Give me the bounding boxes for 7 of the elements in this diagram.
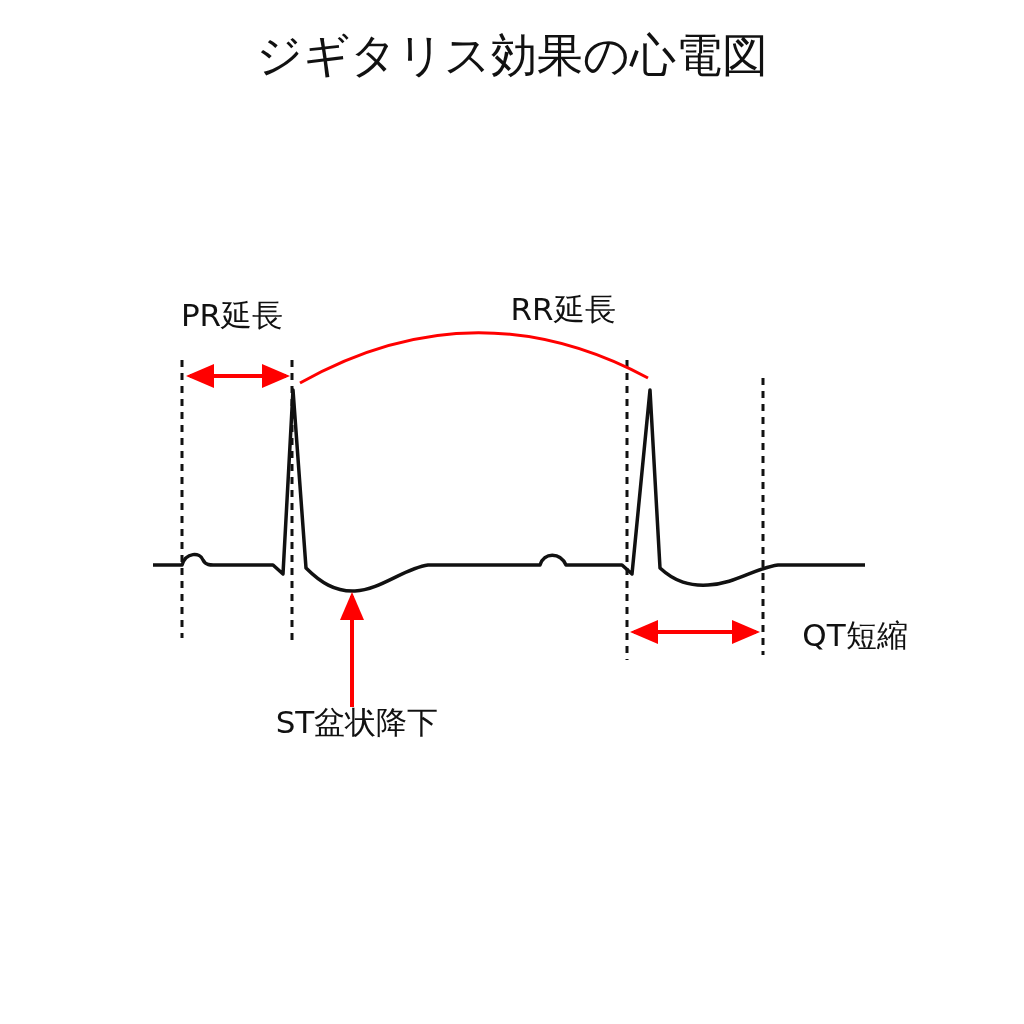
title: ジギタリス効果の心電図 xyxy=(256,30,768,81)
dimension-label: PR延長 xyxy=(180,298,284,333)
dimension-label: RR延長 xyxy=(510,292,616,327)
annotation-label: ST盆状降下 xyxy=(275,704,439,740)
ecg-trace xyxy=(153,388,865,593)
dimension-label: QT短縮 xyxy=(802,618,908,653)
arrow xyxy=(340,592,364,707)
